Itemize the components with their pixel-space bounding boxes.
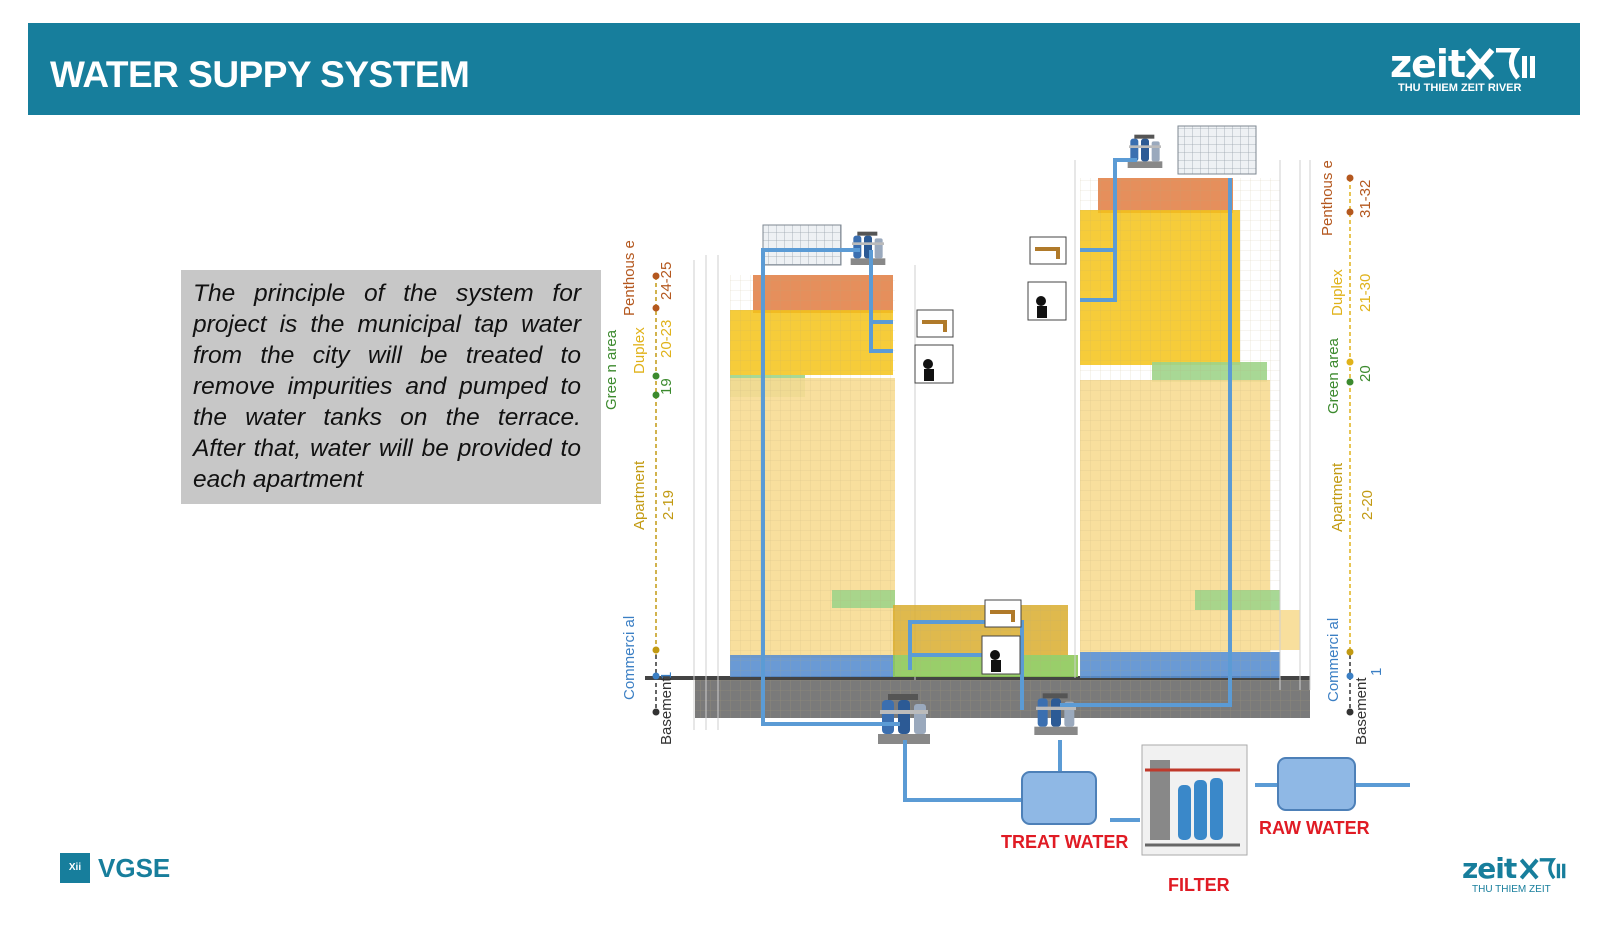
right-duplex-label: Duplex bbox=[1329, 269, 1346, 316]
logo-subtitle: THU THIEM ZEIT RIVER bbox=[1398, 82, 1522, 94]
xii-logo-icon bbox=[1520, 858, 1566, 880]
left-basement-label: Basement bbox=[658, 677, 675, 745]
right-apartment-label: Apartment bbox=[1329, 462, 1346, 532]
right-commercial-floors: 1 bbox=[1368, 668, 1385, 676]
vgse-mark: Xii bbox=[60, 853, 90, 883]
left-apartment-floors: 2-19 bbox=[660, 490, 677, 520]
zeit-footer-logo: zeit THU THIEM ZEIT bbox=[1462, 852, 1566, 895]
right-penthouse-label: Penthous e bbox=[1319, 160, 1336, 236]
right-tower bbox=[1080, 178, 1300, 678]
right-zone-labels: Penthous e 31-32 Duplex 21-30 Green area… bbox=[1319, 160, 1385, 745]
filter-label: FILTER bbox=[1168, 875, 1230, 895]
treated-water-tank bbox=[1021, 771, 1097, 825]
header-bar bbox=[28, 23, 1580, 115]
left-commercial-floors: 1 bbox=[658, 672, 675, 680]
raw-water-tank bbox=[1277, 757, 1356, 811]
booster-pump-icon bbox=[1127, 134, 1163, 168]
vgse-text: VGSE bbox=[98, 853, 171, 883]
page-title: WATER SUPPY SYSTEM bbox=[50, 54, 470, 95]
podium bbox=[893, 605, 1078, 677]
left-penthouse-label: Penthous e bbox=[621, 240, 638, 316]
treat-water-label: TREAT WATER bbox=[1001, 832, 1129, 852]
water-tank-icon bbox=[762, 125, 1257, 266]
right-tower-frame bbox=[1074, 160, 1311, 690]
footer-logo-subtitle: THU THIEM ZEIT bbox=[1472, 884, 1551, 895]
left-green-floors: 19 bbox=[658, 378, 675, 395]
filter-unit-icon bbox=[1141, 744, 1248, 856]
right-green-floors: 20 bbox=[1357, 365, 1374, 382]
right-basement-label: Basement bbox=[1353, 677, 1370, 745]
faucet-icon bbox=[916, 236, 1067, 628]
left-zone-labels: Penthous e 24-25 Duplex 20-23 Gree n are… bbox=[603, 240, 677, 745]
description-box: The principle of the system for project … bbox=[181, 270, 601, 504]
left-green-label: Gree n area bbox=[603, 329, 620, 410]
left-tower bbox=[730, 275, 895, 677]
left-duplex-label: Duplex bbox=[631, 327, 648, 374]
water-pipes bbox=[761, 158, 1410, 822]
right-apartment-floors: 2-20 bbox=[1359, 490, 1376, 520]
xii-logo-icon bbox=[1466, 48, 1535, 80]
right-commercial-label: Commerci al bbox=[1325, 618, 1342, 702]
left-penthouse-floors: 24-25 bbox=[658, 262, 675, 300]
left-level-markers bbox=[652, 272, 660, 716]
logo-word: zeit bbox=[1390, 42, 1466, 86]
raw-water-label: RAW WATER bbox=[1259, 818, 1370, 838]
right-duplex-floors: 21-30 bbox=[1357, 274, 1374, 312]
left-duplex-floors: 20-23 bbox=[658, 320, 675, 358]
description-text: The principle of the system for project … bbox=[193, 280, 581, 493]
right-green-label: Green area bbox=[1325, 337, 1342, 414]
right-penthouse-floors: 31-32 bbox=[1357, 180, 1374, 218]
left-commercial-label: Commerci al bbox=[621, 616, 638, 700]
footer-logo-word: zeit bbox=[1462, 852, 1517, 885]
right-level-markers bbox=[1346, 174, 1354, 716]
left-apartment-label: Apartment bbox=[631, 460, 648, 530]
zeit-logo: zeit THU THIEM ZEIT RIVER bbox=[1390, 42, 1540, 97]
shower-icon bbox=[914, 281, 1067, 675]
